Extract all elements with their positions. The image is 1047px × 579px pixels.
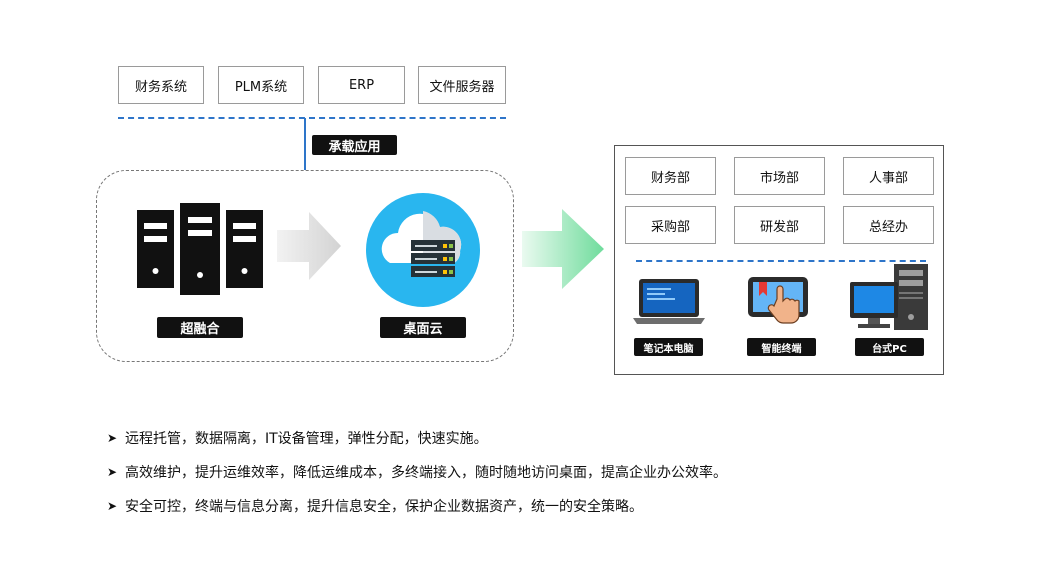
dept-label: 采购部: [650, 219, 690, 235]
desktop-pc-icon: [850, 264, 928, 330]
dept-label: 财务部: [650, 170, 690, 186]
dept-label: 市场部: [759, 170, 799, 186]
app-box-erp: ERP: [318, 66, 405, 104]
feature-bullet-2: ➤ 高效维护，提升运维效率，降低运维成本，多终端接入，随时随地访问桌面，提高企业…: [107, 462, 727, 482]
bullet-text: 安全可控，终端与信息分离，提升信息安全，保护企业数据资产，统一的安全策略。: [125, 499, 643, 515]
laptop-icon: [633, 279, 705, 324]
arrowhead-bullet-icon: ➤: [107, 431, 118, 445]
dept-box-hr: 人事部: [843, 157, 934, 195]
desktop-cloud-label: 桌面云: [403, 322, 443, 337]
feature-bullet-1: ➤ 远程托管，数据隔离，IT设备管理，弹性分配，快速实施。: [107, 428, 488, 448]
app-label: 文件服务器: [429, 79, 495, 95]
smart-terminal-tag: 智能终端: [747, 338, 816, 356]
server-rack-icon: [137, 203, 263, 295]
desktop-pc-tag: 台式PC: [855, 338, 924, 356]
dept-box-marketing: 市场部: [734, 157, 825, 195]
dept-label: 研发部: [759, 219, 799, 235]
arrow-right-icon: [277, 212, 341, 280]
bullet-text: 远程托管，数据隔离，IT设备管理，弹性分配，快速实施。: [125, 431, 488, 447]
laptop-tag: 笔记本电脑: [634, 338, 703, 356]
carry-app-label: 承载应用: [328, 139, 381, 155]
app-label: PLM系统: [234, 79, 288, 95]
bullet-text: 高效维护，提升运维效率，降低运维成本，多终端接入，随时随地访问桌面，提高企业办公…: [125, 465, 727, 481]
app-label: 财务系统: [134, 79, 187, 95]
hci-tag: 超融合: [157, 317, 243, 338]
dept-box-purchasing: 采购部: [625, 206, 716, 244]
connector-line: [304, 118, 306, 170]
device-label: 笔记本电脑: [643, 343, 694, 355]
app-label: ERP: [348, 77, 375, 93]
device-label: 智能终端: [761, 343, 802, 355]
app-box-finance: 财务系统: [118, 66, 204, 104]
arrow-right-green-icon: [522, 209, 604, 289]
arrowhead-bullet-icon: ➤: [107, 499, 118, 513]
dept-divider-line: [636, 260, 926, 262]
dept-box-gm-office: 总经办: [843, 206, 934, 244]
dept-label: 人事部: [868, 170, 908, 186]
dept-box-finance: 财务部: [625, 157, 716, 195]
tablet-touch-icon: [748, 277, 808, 324]
app-box-file-server: 文件服务器: [418, 66, 506, 104]
infrastructure-group: [96, 170, 514, 362]
hci-label: 超融合: [180, 322, 220, 337]
feature-bullet-3: ➤ 安全可控，终端与信息分离，提升信息安全，保护企业数据资产，统一的安全策略。: [107, 496, 643, 516]
dept-box-rnd: 研发部: [734, 206, 825, 244]
device-label: 台式PC: [872, 343, 907, 355]
arrowhead-bullet-icon: ➤: [107, 465, 118, 479]
app-box-plm: PLM系统: [218, 66, 304, 104]
cloud-server-icon: [366, 193, 480, 307]
dept-label: 总经办: [868, 219, 908, 235]
carry-app-tag: 承载应用: [312, 135, 397, 155]
apps-divider-line: [118, 117, 506, 119]
desktop-cloud-tag: 桌面云: [380, 317, 466, 338]
